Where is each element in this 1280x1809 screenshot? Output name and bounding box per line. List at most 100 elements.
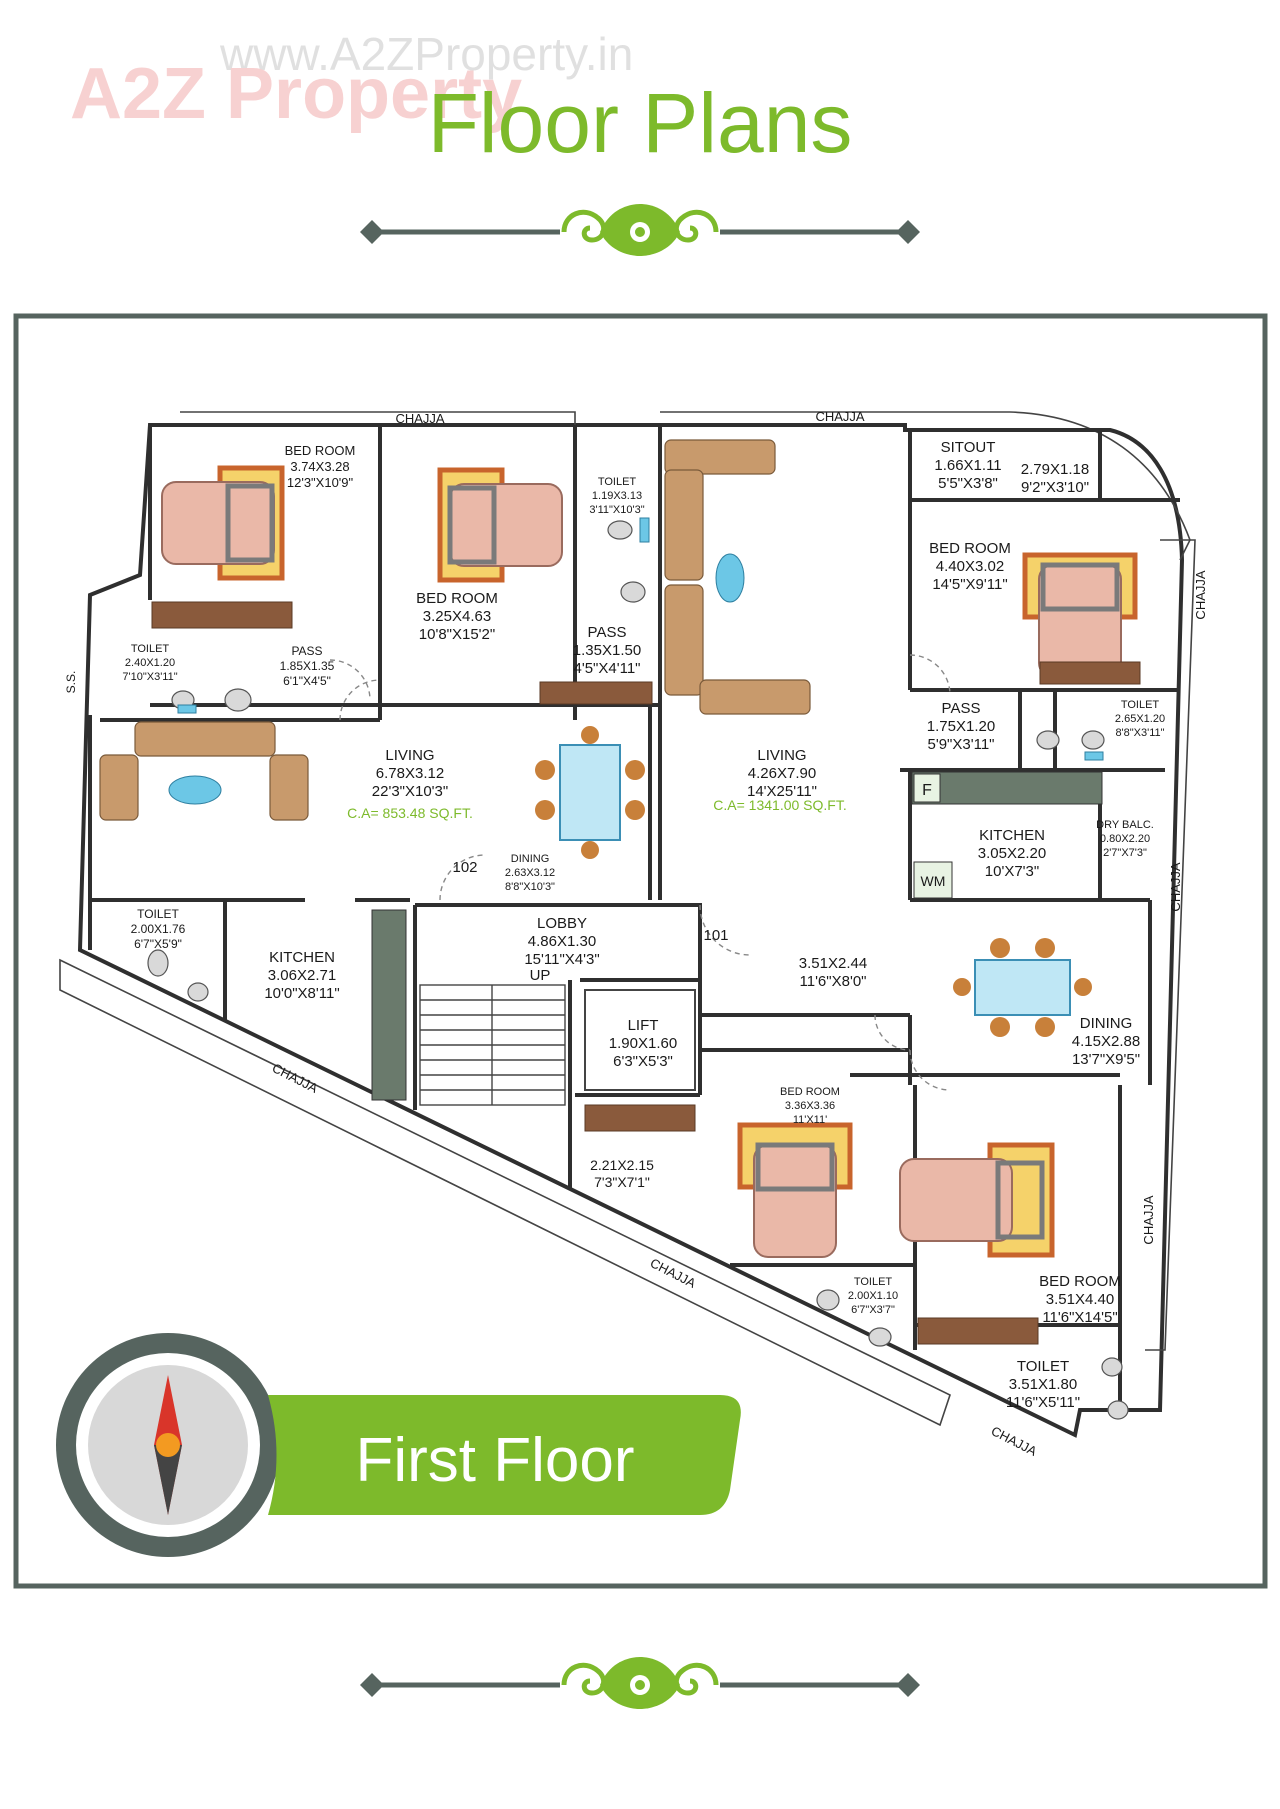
room-label-toilet-2: TOILET 2.40X1.20 7'10"X3'11" <box>122 643 177 683</box>
room-label-line: 22'3"X10'3" <box>372 783 448 800</box>
room-label-line: 6'3"X5'3" <box>613 1053 673 1070</box>
room-label-line: TOILET <box>1017 1358 1069 1375</box>
room-label-line: BED ROOM <box>416 590 498 607</box>
room-label-line: TOILET <box>131 643 170 655</box>
room-label-line: 2.65X1.20 <box>1115 713 1165 725</box>
floor-banner-title: First Floor <box>356 1426 635 1495</box>
stair-up-label: UP <box>530 967 551 984</box>
room-label-line: PASS <box>291 644 322 658</box>
room-label-line: 10'0"X8'11" <box>264 985 339 1002</box>
room-label-line: DRY BALC. <box>1096 819 1154 831</box>
room-label-line: BED ROOM <box>1039 1273 1121 1290</box>
room-label-line: 13'7"X9'5" <box>1072 1051 1140 1068</box>
fridge-icon <box>913 773 941 803</box>
bed-icon <box>161 465 285 581</box>
bed-icon <box>437 467 563 583</box>
room-label-line: 8'8"X3'11" <box>1115 727 1164 739</box>
kitchen-counter <box>371 909 407 1101</box>
room-label-line: TOILET <box>137 907 179 921</box>
room-label-line: TOILET <box>598 476 637 488</box>
chajja-top-right-label: CHAJJA <box>815 409 864 424</box>
room-label-line: LIFT <box>628 1017 659 1034</box>
room-label-line: 7'10"X3'11" <box>122 671 177 683</box>
page-title: Floor Plans <box>428 76 853 170</box>
room-label-line: 4.15X2.88 <box>1072 1033 1140 1050</box>
room-label-line: 11'6"X14'5" <box>1042 1309 1117 1326</box>
room-label-line: 1.90X1.60 <box>609 1035 677 1052</box>
room-label-line: 8'8"X10'3" <box>505 881 555 893</box>
sofa-icon <box>99 439 811 821</box>
room-label-line: 2'7"X7'3" <box>1103 847 1147 859</box>
room-label-line: 3.36X3.36 <box>785 1100 835 1112</box>
room-label-line: 4.40X3.02 <box>936 558 1004 575</box>
room-label-line: SITOUT <box>941 439 996 456</box>
room-label-line: 3.06X2.71 <box>268 967 336 984</box>
ornament-divider-top <box>360 204 920 256</box>
room-label-line: 7'3"X7'1" <box>594 1174 650 1190</box>
room-label-line: 9'2"X3'10" <box>1021 479 1089 496</box>
wash-basin-icons <box>177 517 1104 761</box>
room-label-line: 15'11"X4'3" <box>524 951 599 968</box>
room-label-line: LIVING <box>385 747 434 764</box>
room-label-line: 6'7"X3'7" <box>851 1304 895 1316</box>
room-label-line: 1.75X1.20 <box>927 718 995 735</box>
washing-machine-icon <box>913 861 953 899</box>
flat-number-102: 102 <box>452 859 477 876</box>
dining-table-icon <box>535 726 645 859</box>
room-label-line: 3'11"X10'3" <box>589 504 644 516</box>
room-label-line: 3.51X4.40 <box>1046 1291 1114 1308</box>
bed-icon <box>737 1122 853 1258</box>
room-label-line: 14'5"X9'11" <box>932 576 1007 593</box>
floor-banner: First Floor <box>268 1395 741 1515</box>
chajja-right-lower-label: CHAJJA <box>1141 1195 1156 1244</box>
room-label-line: KITCHEN <box>269 949 335 966</box>
room-label-line: KITCHEN <box>979 827 1045 844</box>
room-label-line: 3.25X4.63 <box>423 608 491 625</box>
room-label-line: 0.80X2.20 <box>1100 833 1150 845</box>
flat-number-101: 101 <box>703 927 728 944</box>
room-label-line: BED ROOM <box>285 443 356 458</box>
room-label-line: 2.00X1.76 <box>131 922 186 936</box>
bed-icon <box>899 1142 1055 1258</box>
kitchen-counter <box>911 771 1103 805</box>
room-label-line: 11'6"X8'0" <box>800 973 867 990</box>
room-label-line: PASS <box>588 624 627 641</box>
room-label-toilet-5: TOILET 2.65X1.20 8'8"X3'11" <box>1115 699 1165 739</box>
room-label-line: 4'5"X4'11" <box>574 660 641 677</box>
room-label-line: 2.40X1.20 <box>125 657 175 669</box>
room-label-line: 5'9"X3'11" <box>928 736 995 753</box>
floor-plan: F WM <box>59 411 1196 1438</box>
room-label-line: 4.86X1.30 <box>528 933 596 950</box>
room-label-dry-balcony: DRY BALC. 0.80X2.20 2'7"X7'3" <box>1096 819 1154 859</box>
room-label-line: 6'7"X5'9" <box>134 937 182 951</box>
wardrobes <box>151 601 1141 1345</box>
watermark-logo: A2Z Property <box>70 54 522 134</box>
room-label-line: LOBBY <box>537 915 587 932</box>
room-label-line: TOILET <box>1121 699 1160 711</box>
room-label-line: 2.63X3.12 <box>505 867 555 879</box>
room-label-line: BED ROOM <box>780 1086 840 1098</box>
room-label-line: 3.51X2.44 <box>799 955 867 972</box>
room-label-line: 1.35X1.50 <box>573 642 641 659</box>
